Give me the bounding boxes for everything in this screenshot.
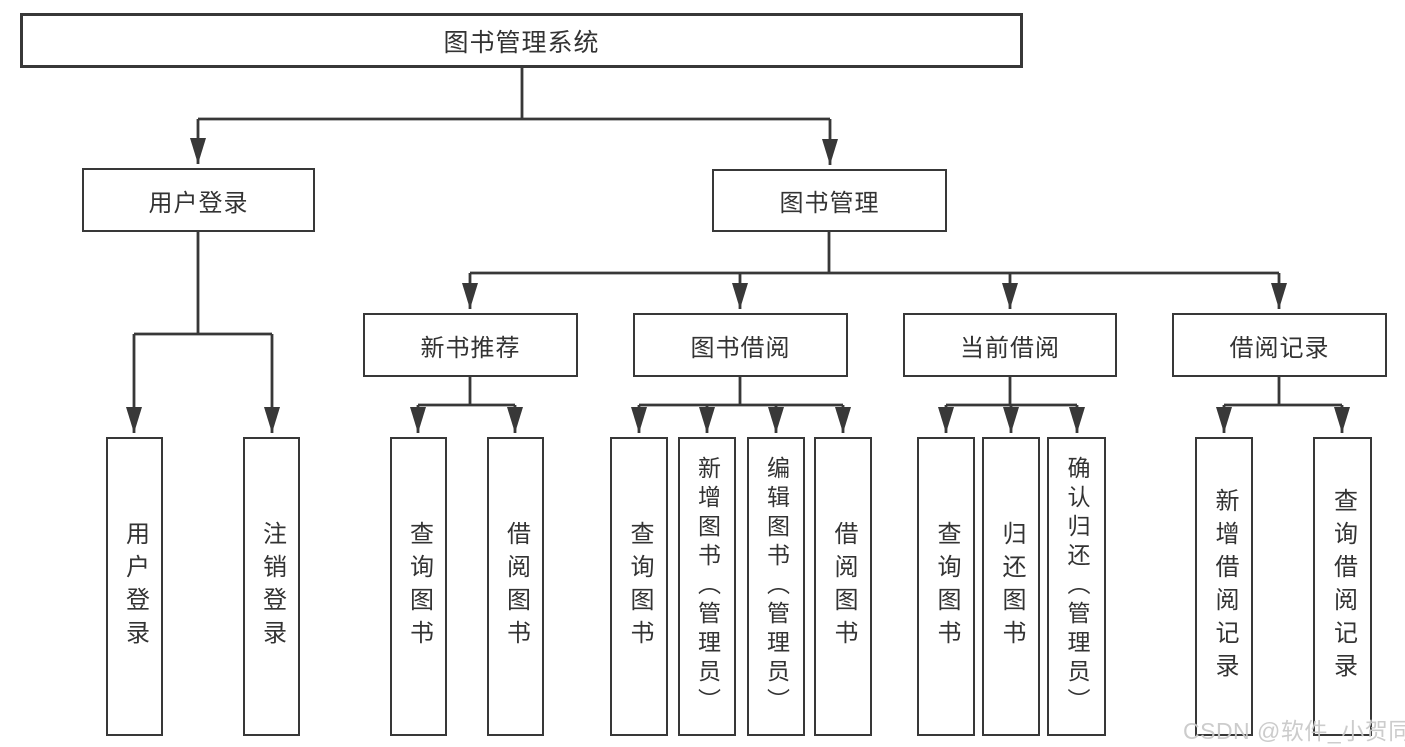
node-library-system: 图书管理系统	[20, 13, 1023, 68]
leaf-recommend-borrow-books: 借阅图书	[487, 437, 544, 736]
leaf-current-query-books: 查询图书	[917, 437, 975, 736]
leaf-return-books: 归还图书	[982, 437, 1040, 736]
node-book-borrowing: 图书借阅	[633, 313, 848, 377]
leaf-confirm-return-admin: 确认归还（管理员）	[1047, 437, 1106, 736]
leaf-borrowing-query-books: 查询图书	[610, 437, 668, 736]
leaf-add-books-admin: 新增图书（管理员）	[678, 437, 736, 736]
leaf-borrowing-borrow-books: 借阅图书	[814, 437, 872, 736]
leaf-add-borrow-record: 新增借阅记录	[1195, 437, 1253, 736]
node-borrowing-records: 借阅记录	[1172, 313, 1387, 377]
leaf-user-login: 用户登录	[106, 437, 163, 736]
node-current-borrowing: 当前借阅	[903, 313, 1117, 377]
leaf-query-borrow-record: 查询借阅记录	[1313, 437, 1372, 736]
watermark-text: CSDN @软件_小贺同学	[1183, 718, 1405, 744]
leaf-recommend-query-books: 查询图书	[390, 437, 447, 736]
node-user-login: 用户登录	[82, 168, 315, 232]
node-book-management: 图书管理	[712, 169, 947, 232]
leaf-logout: 注销登录	[243, 437, 300, 736]
node-new-book-recommend: 新书推荐	[363, 313, 578, 377]
leaf-edit-books-admin: 编辑图书（管理员）	[747, 437, 805, 736]
